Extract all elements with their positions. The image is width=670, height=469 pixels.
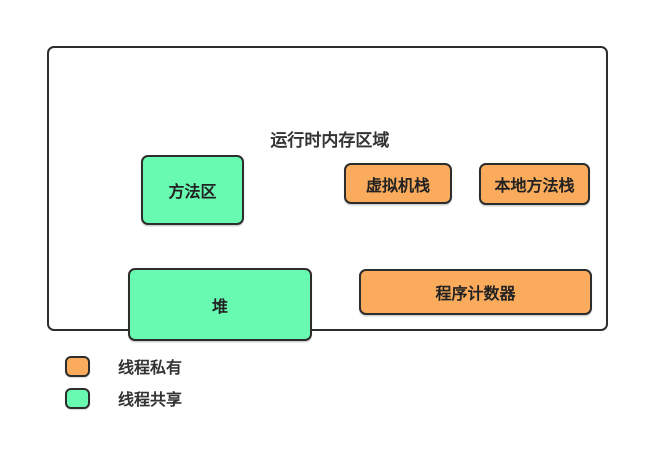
node-native-method-stack: 本地方法栈 [479, 163, 590, 205]
legend-swatch-thread-shared [65, 387, 90, 409]
node-program-counter: 程序计数器 [359, 269, 592, 315]
legend-row-thread-private: 线程私有 [65, 354, 182, 378]
legend-label-thread-private: 线程私有 [118, 360, 183, 377]
legend-row-thread-shared: 线程共享 [65, 386, 182, 410]
node-vm-stack: 虚拟机栈 [344, 163, 452, 204]
legend-label-thread-shared: 线程共享 [118, 392, 183, 409]
legend: 线程私有 线程共享 [65, 354, 182, 410]
diagram-title: 运行时内存区域 [270, 131, 390, 150]
runtime-memory-container: 运行时内存区域 方法区 虚拟机栈 本地方法栈 堆 程序计数器 [47, 46, 608, 341]
node-method-area: 方法区 [141, 155, 244, 225]
node-heap: 堆 [128, 268, 312, 341]
legend-swatch-thread-private [65, 355, 90, 377]
